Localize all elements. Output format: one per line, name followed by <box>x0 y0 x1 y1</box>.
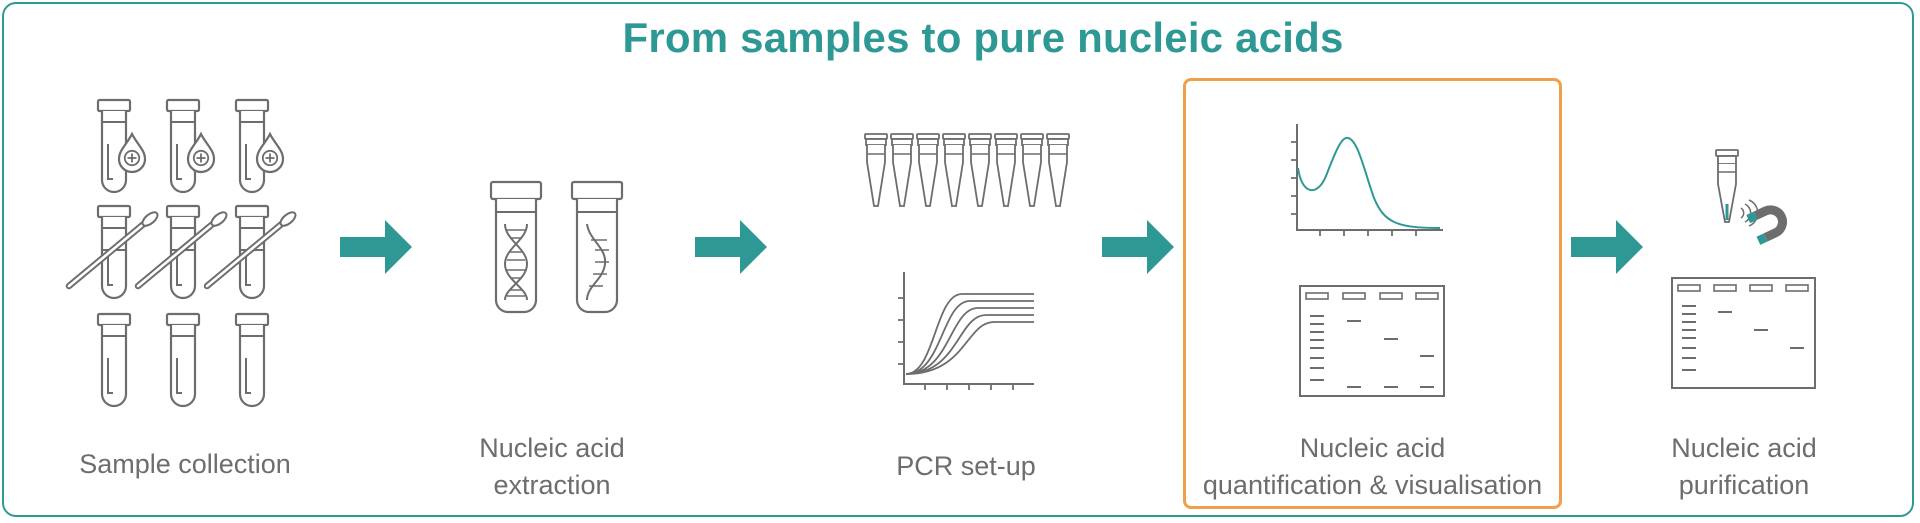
step-label-nucleic-acid-purification: Nucleic acid purification <box>1671 433 1817 500</box>
blood-sample-tubes <box>98 100 283 192</box>
step-label-quantification-visualisation: Nucleic acid quantification & visualisat… <box>1202 433 1543 500</box>
swab-tube-icon <box>69 206 160 298</box>
diagram-title: From samples to pure nucleic acids <box>622 14 1344 61</box>
empty-tube-icon <box>98 314 130 406</box>
arrow-right-icon <box>340 220 412 274</box>
rna-tube-icon <box>570 180 624 314</box>
empty-tube-icon <box>167 314 199 406</box>
step-label-pcr-setup: PCR set-up <box>896 451 1036 481</box>
arrow-right-icon <box>1571 220 1643 274</box>
arrow-right-icon <box>695 220 767 274</box>
empty-tube-icon <box>236 314 268 406</box>
amplification-curve-icon <box>898 272 1034 390</box>
blood-sample-tube-icon <box>236 100 283 192</box>
highlight-box <box>1183 78 1562 509</box>
blood-sample-tube-icon <box>167 100 214 192</box>
step-label-nucleic-acid-extraction: Nucleic acid extraction <box>479 433 625 500</box>
blood-sample-tube-icon <box>98 100 145 192</box>
empty-tubes <box>98 314 268 406</box>
swab-tubes <box>69 206 298 298</box>
spectrum-peak-icon <box>1291 124 1443 236</box>
arrow-right-icon <box>1102 220 1174 274</box>
magnet-tube-icon <box>1715 149 1788 245</box>
gel-electrophoresis-icon <box>1671 277 1816 389</box>
dna-tube-icon <box>489 180 543 314</box>
gel-electrophoresis-icon <box>1299 285 1445 397</box>
step-label-sample-collection: Sample collection <box>79 449 291 479</box>
pcr-strip-icon <box>864 133 1070 207</box>
